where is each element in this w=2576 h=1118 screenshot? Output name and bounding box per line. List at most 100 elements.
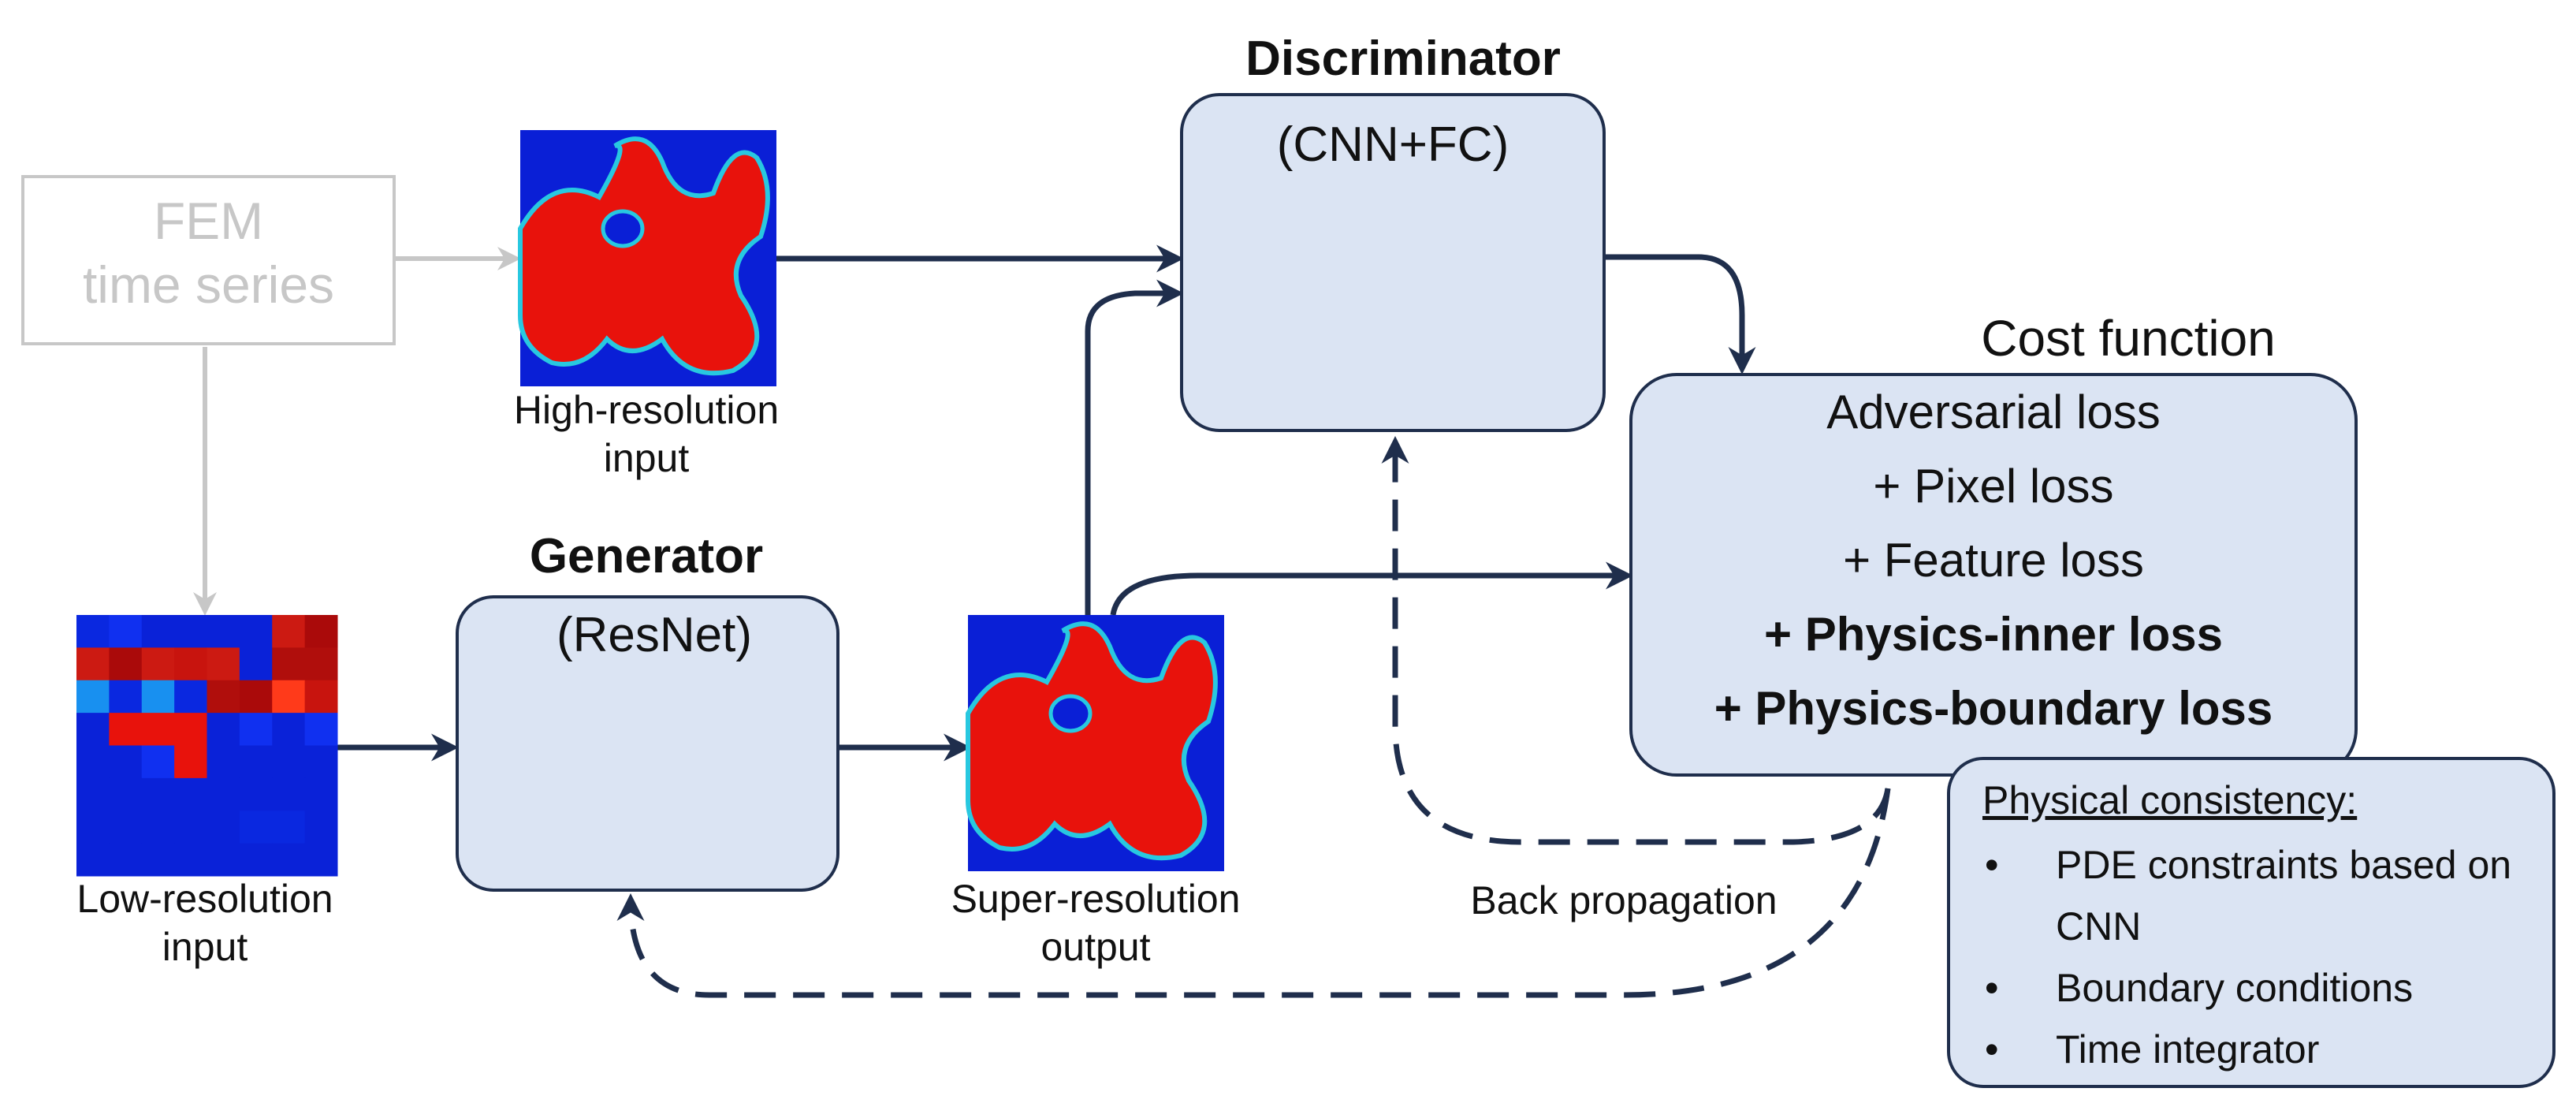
low-res-cell (239, 713, 273, 746)
low-res-cell (174, 811, 207, 844)
low-res-cell (272, 615, 306, 648)
low-res-cell (76, 680, 110, 714)
low-res-cell (304, 843, 338, 877)
low-res-cell (141, 745, 175, 779)
physical-consistency-list: PDE constraints based on CNN Boundary co… (1953, 834, 2552, 1080)
backprop-to-discriminator-arrow (1381, 436, 1891, 845)
low-res-cell (239, 615, 273, 648)
low-res-cell (272, 713, 306, 746)
physical-consistency-title: Physical consistency: (1982, 778, 2358, 822)
low-res-cell (304, 745, 338, 779)
cost-line-adversarial: Adversarial loss (1826, 386, 2161, 438)
physical-item-pde: PDE constraints based on CNN (1953, 834, 2552, 957)
low-res-cell (76, 843, 110, 877)
low-res-cell (76, 777, 110, 811)
low-res-cell (109, 811, 143, 844)
fem-label-line2: time series (82, 255, 335, 314)
low-res-cell (304, 713, 338, 746)
physical-item-time-integrator: Time integrator (1953, 1019, 2552, 1080)
low-res-cell (207, 745, 240, 779)
low-res-cell (207, 647, 240, 681)
low-res-cell (304, 647, 338, 681)
low-resolution-caption: Low-resolution input (0, 875, 410, 971)
low-res-cell (174, 777, 207, 811)
superres-to-discriminator-arrow (1085, 279, 1184, 615)
low-res-cell (272, 647, 306, 681)
low-res-cell (141, 811, 175, 844)
low-res-cell (304, 680, 338, 714)
discriminator-title: Discriminator (1245, 32, 1561, 86)
low-res-cell (272, 777, 306, 811)
back-propagation-label: Back propagation (1470, 878, 1778, 922)
fem-label-line1: FEM (153, 192, 264, 250)
low-res-cell (109, 615, 143, 648)
low-resolution-caption-line1: Low-resolution (76, 877, 333, 921)
low-res-cell (141, 615, 175, 648)
low-res-cell (207, 777, 240, 811)
super-resolution-field-image (966, 615, 1224, 871)
low-res-cell (141, 843, 175, 877)
low-resolution-grid-image (76, 615, 338, 877)
low-res-cell (207, 811, 240, 844)
physical-item-boundary: Boundary conditions (1953, 957, 2552, 1019)
low-res-cell (239, 843, 273, 877)
low-res-cell (207, 843, 240, 877)
high-resolution-caption-line1: High-resolution (513, 388, 780, 432)
low-res-cell (239, 777, 273, 811)
cost-line-physics-boundary: + Physics-boundary loss (1714, 682, 2273, 735)
discriminator-box (1180, 93, 1606, 432)
low-res-cell (174, 647, 207, 681)
low-res-cell (174, 615, 207, 648)
high-resolution-field-image (518, 130, 776, 386)
low-res-cell (109, 777, 143, 811)
low-res-cell (141, 777, 175, 811)
low-res-cell (272, 811, 306, 844)
low-res-cell (174, 745, 207, 779)
low-res-cell (109, 647, 143, 681)
super-resolution-caption: Super-resolution output (891, 875, 1301, 971)
low-res-cell (76, 615, 110, 648)
low-res-cell (239, 745, 273, 779)
low-res-cell (207, 713, 240, 746)
low-res-cell (141, 680, 175, 714)
high-resolution-caption-line2: input (603, 436, 690, 480)
low-res-cell (272, 843, 306, 877)
low-res-cell (109, 713, 143, 746)
low-res-cell (174, 680, 207, 714)
high-resolution-caption: High-resolution input (441, 386, 851, 483)
low-res-cell (174, 843, 207, 877)
super-resolution-caption-line1: Super-resolution (951, 877, 1241, 921)
low-resolution-caption-line2: input (162, 925, 248, 969)
low-res-cell (304, 615, 338, 648)
low-res-cell (174, 713, 207, 746)
low-res-cell (272, 680, 306, 714)
low-res-cell (239, 680, 273, 714)
low-res-cell (304, 777, 338, 811)
low-res-cell (239, 811, 273, 844)
low-res-cell (76, 745, 110, 779)
cost-function-title: Cost function (1981, 310, 2276, 367)
low-res-cell (76, 713, 110, 746)
fem-label: FEM time series (21, 189, 396, 316)
generator-box (456, 595, 839, 892)
cost-function-box (1629, 373, 2358, 777)
generator-title: Generator (529, 529, 764, 583)
low-res-cell (141, 647, 175, 681)
low-res-cell (109, 843, 143, 877)
super-resolution-caption-line2: output (1040, 925, 1151, 969)
low-res-cell (109, 680, 143, 714)
low-res-cell (304, 811, 338, 844)
cost-line-pixel: + Pixel loss (1873, 460, 2114, 512)
cost-line-feature: + Feature loss (1843, 534, 2144, 587)
low-res-cell (76, 647, 110, 681)
low-res-cell (207, 615, 240, 648)
fem-box (21, 175, 396, 345)
low-res-cell (207, 680, 240, 714)
superres-to-cost-arrow (1110, 561, 1633, 616)
low-res-cell (141, 713, 175, 746)
low-res-cell (272, 745, 306, 779)
backprop-to-generator-arrow (616, 788, 1891, 998)
discriminator-to-cost-arrow (1604, 254, 1756, 375)
low-res-cell (76, 811, 110, 844)
